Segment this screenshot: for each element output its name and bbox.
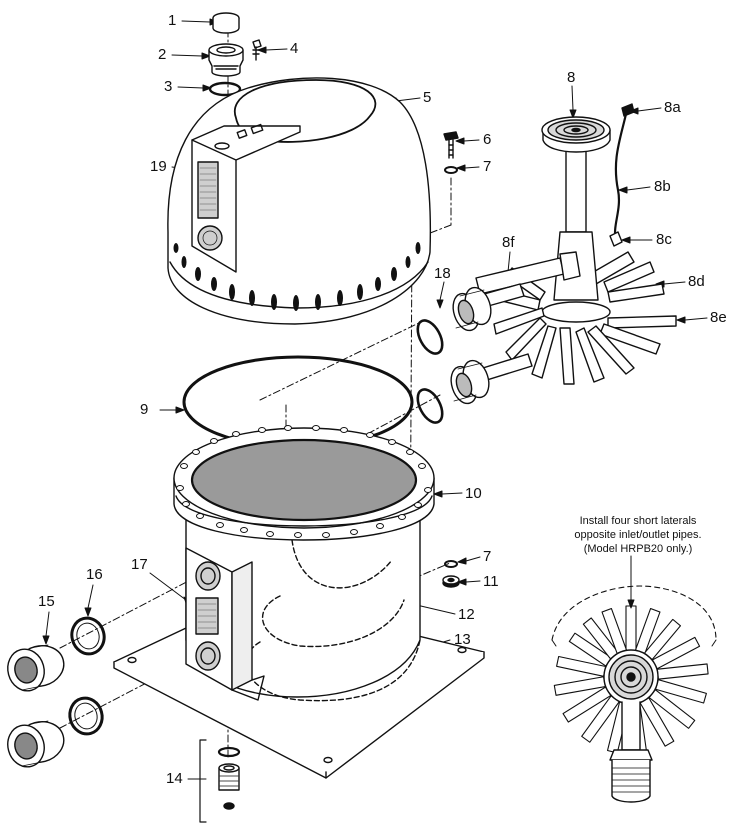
callout-18: 18 [434,265,451,282]
callout-8b: 8b [654,178,671,195]
part-7-washer-top [444,166,458,174]
part-16-ring-lower [68,696,104,736]
callout-10: 10 [465,485,482,502]
callout-17: 17 [131,556,148,573]
part-6-bolt [443,131,459,159]
part-16-ring-upper [70,616,106,656]
part-8a-sensor [621,103,635,117]
callout-3: 3 [164,78,173,95]
callout-11: 11 [483,573,499,590]
callout-16: 16 [86,566,103,583]
callout-9: 9 [140,401,149,418]
part-15-union-upper [7,644,65,692]
upper-bulkhead-fitting [452,283,525,332]
part-18-o-ring-upper [416,319,444,355]
callout-8c: 8c [656,231,672,248]
callout-7-lower: 7 [483,548,492,565]
callout-12: 12 [458,606,475,623]
note-line-2: opposite inlet/outlet pipes. [574,529,702,541]
callout-8e: 8e [710,309,727,326]
inset-lateral-top-view [551,555,717,803]
dome-rim-slots [173,242,421,311]
part-15-union-lower [7,720,65,768]
part-3-o-ring [208,81,242,97]
part-8-lateral-assembly [475,103,677,385]
callout-5: 5 [423,89,432,106]
callout-8d: 8d [688,273,705,290]
callout-19: 19 [150,158,167,175]
part-19-lid-manifold [191,123,301,273]
callout-1: 1 [168,12,177,29]
part-1-cap [212,12,240,34]
part-8e-long-laterals [493,307,677,385]
part-4-screw [252,39,262,61]
part-18-o-ring-lower [416,388,444,424]
callout-13: 13 [454,631,471,648]
callout-8a: 8a [664,99,681,116]
callout-2: 2 [158,46,167,63]
part-8b-wire [614,112,628,242]
callout-7-upper: 7 [483,158,492,175]
part-8c-clip [609,231,623,247]
inset-installation-note: Install four short laterals opposite inl… [540,514,736,556]
note-line-1: Install four short laterals [579,515,697,527]
part-7-washer-bottom [444,560,458,568]
callout-15: 15 [38,593,55,610]
part-2-adapter [208,43,244,77]
part-11-nut [442,575,460,588]
part-10-tank-flange [173,425,435,541]
callout-8: 8 [567,69,576,86]
callout-6: 6 [483,131,492,148]
callout-14: 14 [166,770,183,787]
part-17-body-manifold [185,547,265,701]
note-line-3: (Model HRPB20 only.) [583,543,693,555]
callout-4: 4 [290,40,299,57]
inset-laterals [553,605,709,755]
callout-8f: 8f [502,234,515,251]
lower-bulkhead-fitting [450,353,533,405]
part-8-diffuser-head [541,116,611,153]
flange-bolt-holes [176,425,432,538]
part-14-drain-assembly [199,739,241,823]
